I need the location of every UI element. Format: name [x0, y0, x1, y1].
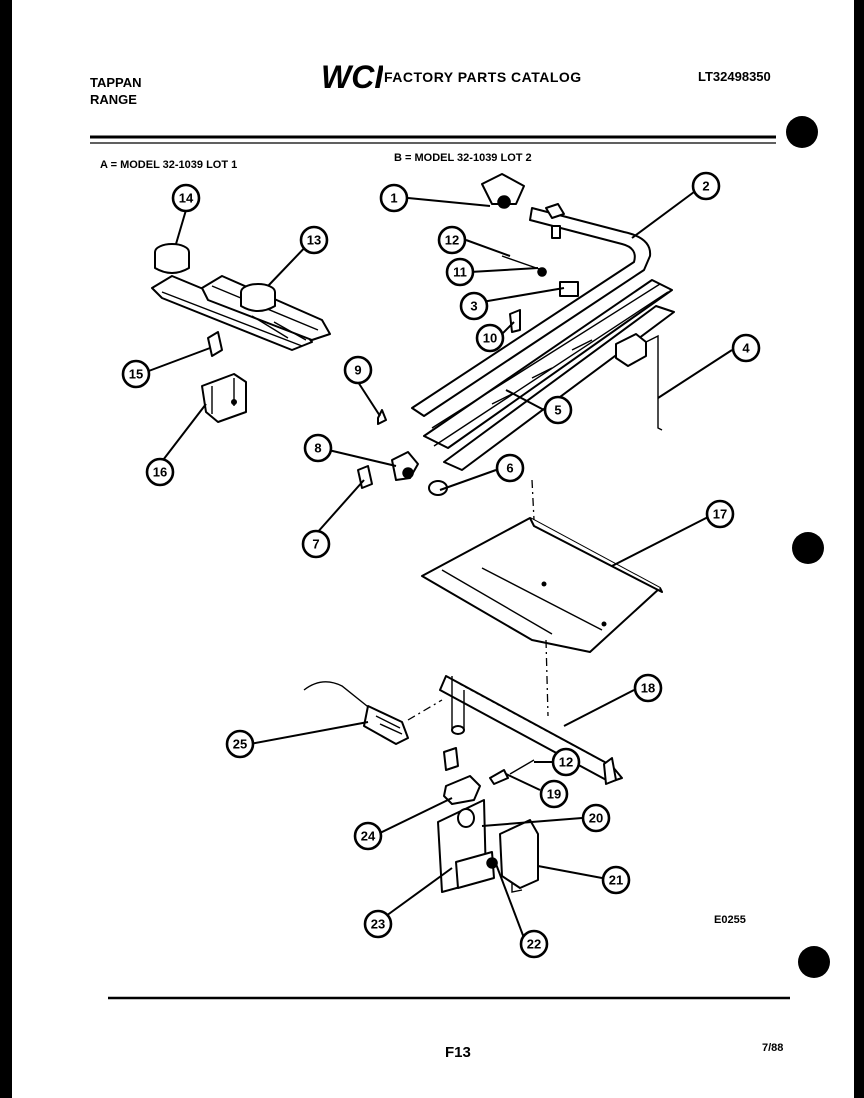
callout-16: 16 — [145, 457, 175, 487]
callout-10: 10 — [475, 323, 505, 353]
burner-baffle — [421, 479, 663, 717]
svg-text:13: 13 — [307, 233, 321, 248]
svg-text:11: 11 — [453, 265, 467, 280]
svg-text:1: 1 — [390, 191, 397, 206]
svg-text:3: 3 — [470, 299, 477, 314]
svg-text:18: 18 — [641, 681, 655, 696]
svg-text:25: 25 — [233, 737, 247, 752]
callout-23: 23 — [363, 909, 393, 939]
svg-text:2: 2 — [702, 179, 709, 194]
callout-22: 22 — [519, 929, 549, 959]
callout-18: 18 — [633, 673, 663, 703]
callout-25: 25 — [225, 729, 255, 759]
svg-text:21: 21 — [609, 873, 623, 888]
callout-6: 6 — [495, 453, 525, 483]
svg-text:6: 6 — [506, 461, 513, 476]
callout-24: 24 — [353, 821, 383, 851]
svg-text:7: 7 — [312, 537, 319, 552]
svg-text:12: 12 — [445, 233, 459, 248]
callout-7: 7 — [301, 529, 331, 559]
catalog-sheet: TAPPAN RANGE WCI FACTORY PARTS CATALOG L… — [12, 0, 854, 1098]
svg-text:9: 9 — [354, 363, 361, 378]
svg-text:10: 10 — [483, 331, 497, 346]
model-a-label: A = MODEL 32-1039 LOT 1 — [100, 159, 238, 171]
svg-text:12: 12 — [559, 755, 573, 770]
oven-burner — [439, 675, 623, 785]
product-type: RANGE — [90, 92, 137, 107]
oven-safety-valve-assembly — [437, 747, 539, 893]
svg-text:24: 24 — [361, 829, 376, 844]
callout-2: 2 — [691, 171, 721, 201]
top-burner-assembly — [151, 243, 331, 351]
svg-text:23: 23 — [371, 917, 385, 932]
page-id: F13 — [445, 1044, 471, 1061]
svg-text:20: 20 — [589, 811, 603, 826]
svg-text:14: 14 — [179, 191, 194, 206]
catalog-title: FACTORY PARTS CATALOG — [384, 69, 582, 85]
callout-4: 4 — [731, 333, 761, 363]
brand-name: TAPPAN — [90, 75, 142, 90]
gas-manifold-assembly — [357, 173, 675, 496]
svg-text:19: 19 — [547, 787, 561, 802]
callout-12: 12 — [437, 225, 467, 255]
date-code: 7/88 — [762, 1042, 784, 1054]
leader-lines — [145, 191, 733, 939]
callout-21: 21 — [601, 865, 631, 895]
svg-text:22: 22 — [527, 937, 541, 952]
logo-text: WCI — [321, 60, 383, 92]
diagram-code: E0255 — [714, 914, 746, 926]
svg-text:17: 17 — [713, 507, 727, 522]
callout-19: 19 — [539, 779, 569, 809]
exploded-parts-diagram: 1 2 3 4 5 6 7 8 9 10 11 12 13 14 15 16 1… — [90, 116, 830, 1000]
binder-hole — [786, 116, 818, 148]
svg-text:15: 15 — [129, 367, 143, 382]
svg-text:16: 16 — [153, 465, 167, 480]
callout-9: 9 — [343, 355, 373, 385]
callout-15: 15 — [121, 359, 151, 389]
wci-logo: WCI — [321, 60, 383, 92]
callout-20: 20 — [581, 803, 611, 833]
oven-igniter — [303, 681, 443, 745]
callout-3: 3 — [459, 291, 489, 321]
callout-14: 14 — [171, 183, 201, 213]
callout-5: 5 — [543, 395, 573, 425]
svg-text:8: 8 — [314, 441, 321, 456]
callout-8: 8 — [303, 433, 333, 463]
callout-1: 1 — [379, 183, 409, 213]
binder-hole — [792, 532, 824, 564]
brand-label: TAPPAN RANGE — [90, 74, 142, 108]
callout-17: 17 — [705, 499, 735, 529]
svg-text:5: 5 — [554, 403, 561, 418]
model-b-label: B = MODEL 32-1039 LOT 2 — [394, 152, 532, 164]
valve-15-16 — [201, 331, 247, 423]
binder-hole — [798, 946, 830, 978]
callout-11: 11 — [445, 257, 475, 287]
callout-13: 13 — [299, 225, 329, 255]
catalog-number: LT32498350 — [698, 69, 771, 84]
callout-12b: 12 — [551, 747, 581, 777]
svg-text:4: 4 — [742, 341, 750, 356]
